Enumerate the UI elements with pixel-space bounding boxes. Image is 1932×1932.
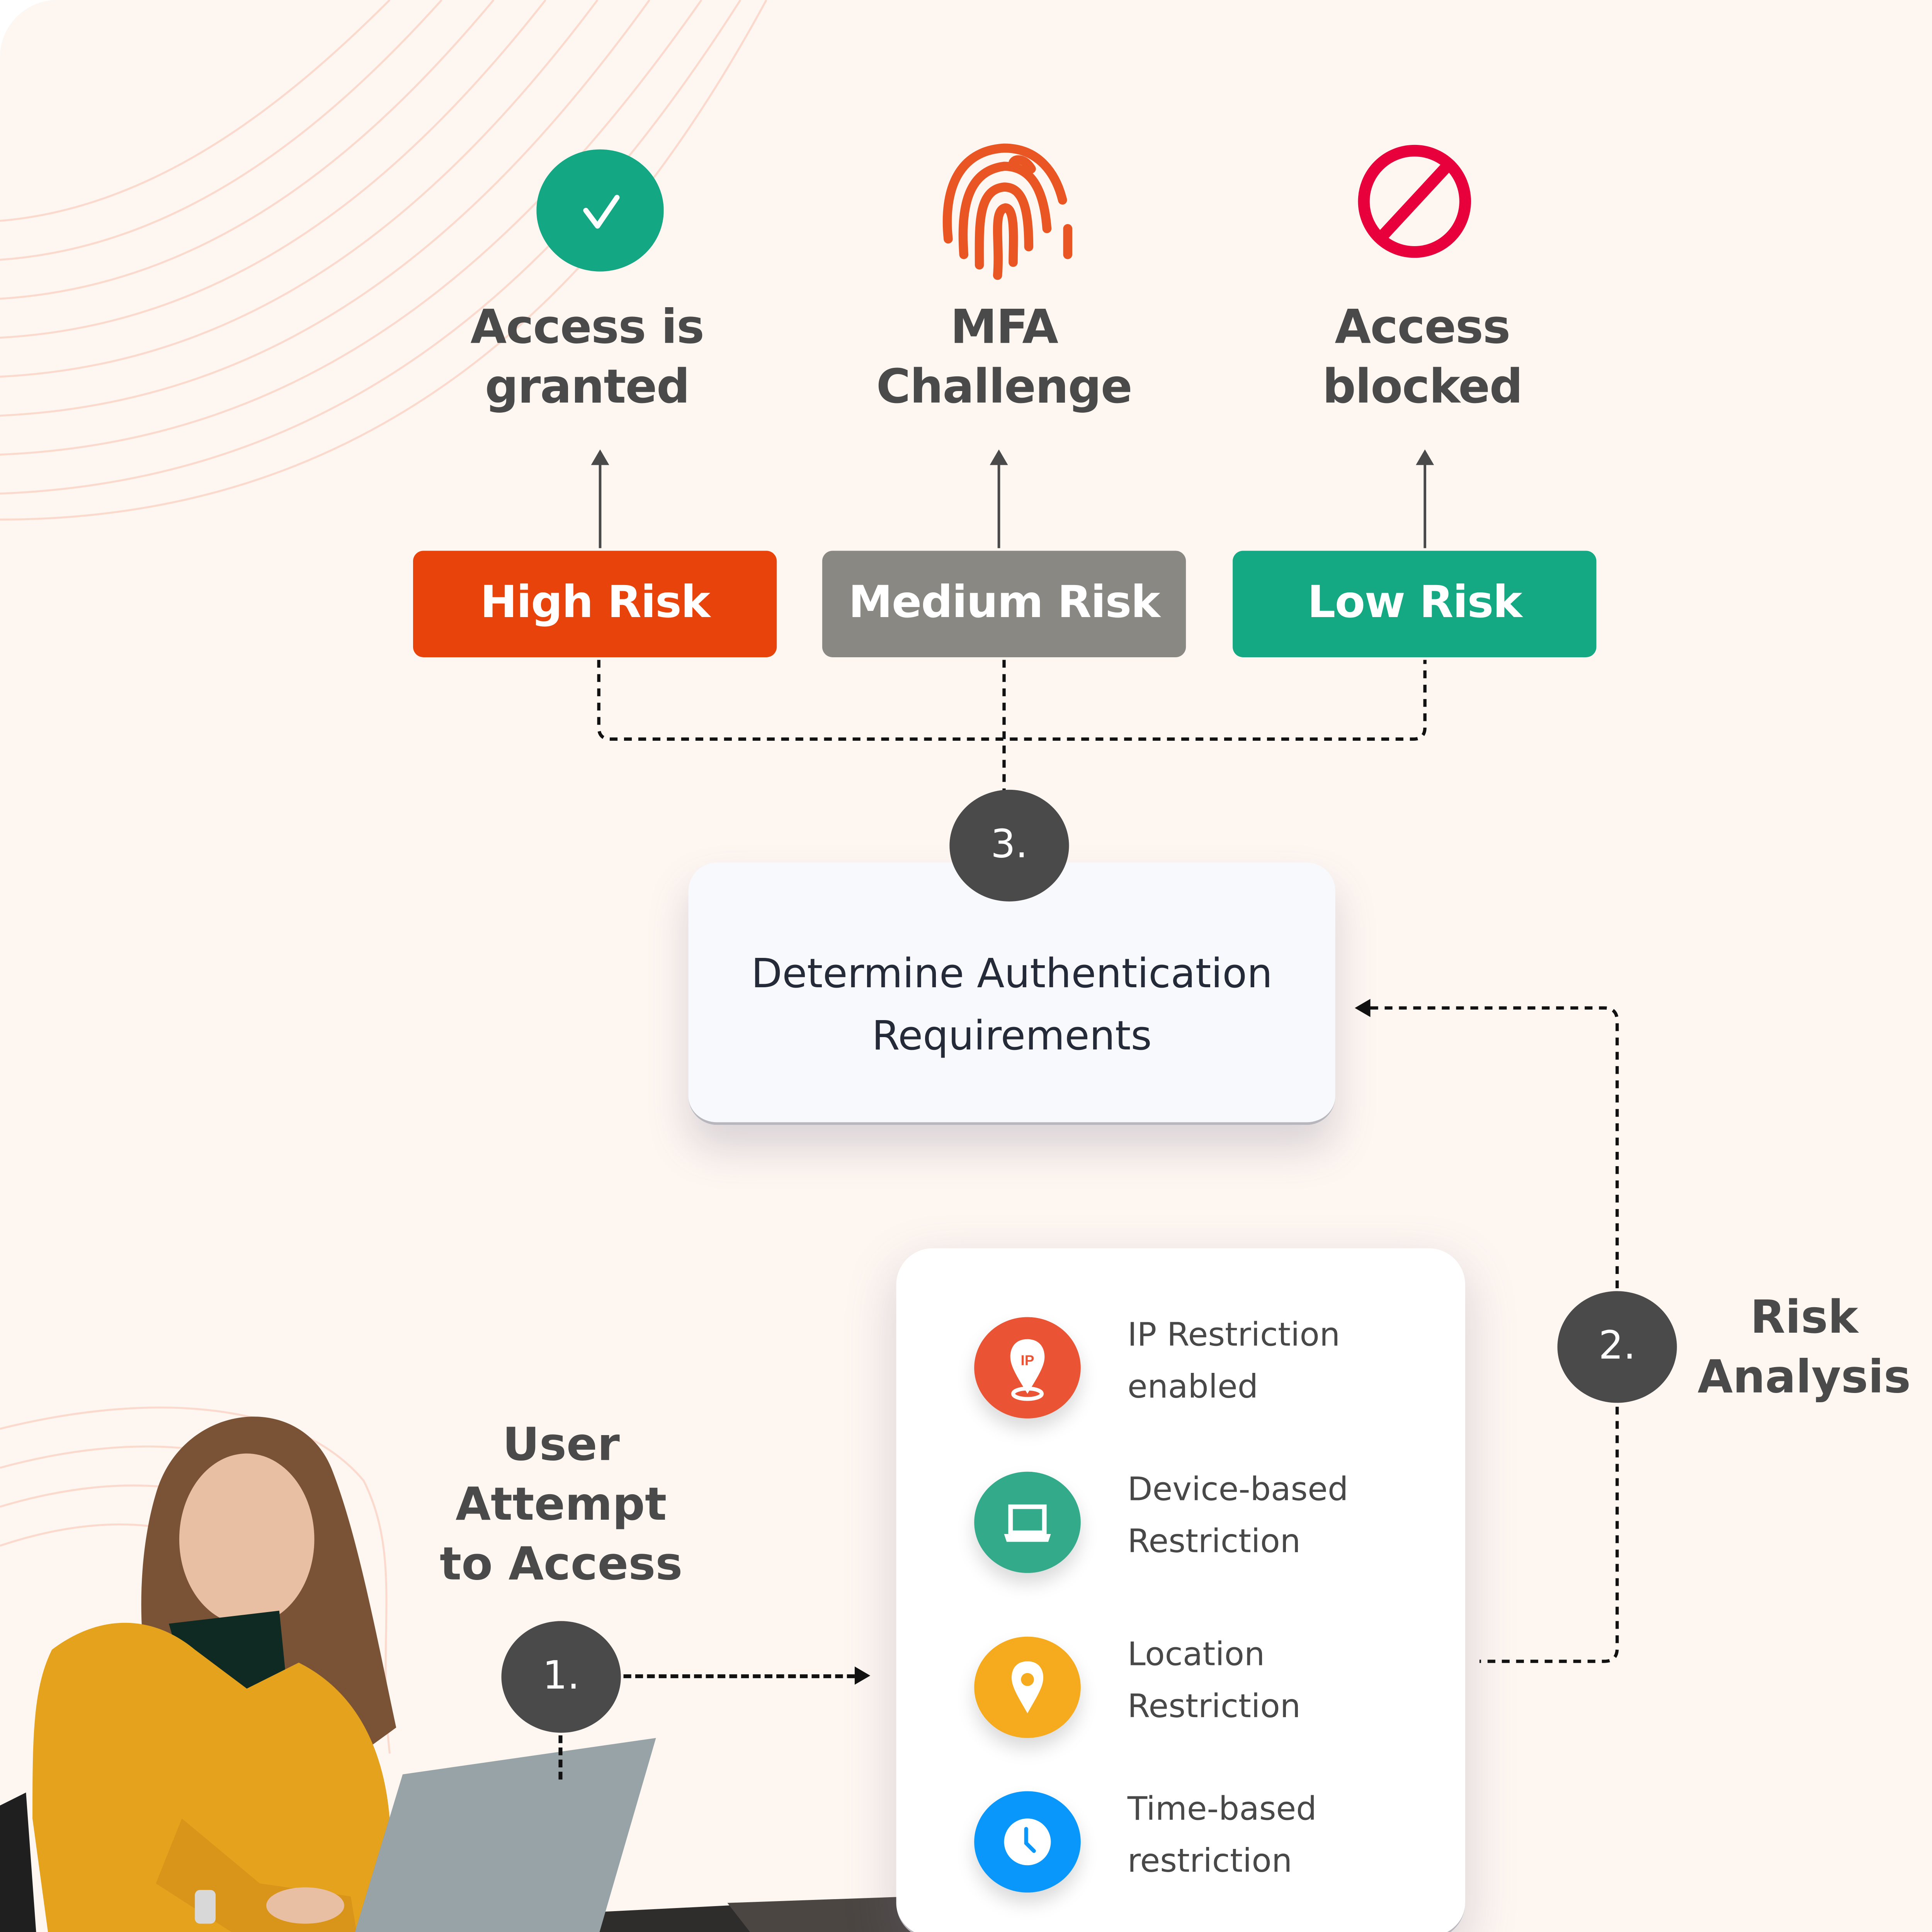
requirements-text: Determine Authentication Requirements	[751, 943, 1272, 1068]
restriction-text-line: restriction	[1127, 1842, 1293, 1880]
outcome-label-line: Access is	[470, 301, 705, 355]
outcome-label-line: Challenge	[876, 361, 1133, 415]
low-risk-box: Low Risk	[1233, 551, 1597, 657]
outcome-label-access-blocked: Access blocked	[1253, 299, 1591, 418]
laptop-icon	[974, 1471, 1081, 1573]
outcome-label-line: MFA	[950, 301, 1059, 355]
requirements-text-line: Determine Authentication	[751, 951, 1273, 998]
restriction-item-time: Time-based restriction	[974, 1790, 1455, 1908]
requirements-text-line: Requirements	[872, 1013, 1152, 1060]
outcome-label-access-granted: Access is granted	[418, 299, 756, 418]
risk-analysis-label: Risk Analysis	[1689, 1289, 1920, 1408]
restriction-text-line: Restriction	[1127, 1687, 1301, 1725]
restriction-text-line: IP Restriction	[1127, 1316, 1340, 1354]
laptop-to-step1-connector	[558, 1735, 563, 1780]
arrow-up-icon	[1416, 449, 1434, 548]
outcome-label-mfa-challenge: MFA Challenge	[835, 299, 1173, 418]
high-risk-box: High Risk	[413, 551, 777, 657]
outcome-label-line: Access	[1335, 301, 1510, 355]
restrictions-card: IP IP Restriction enabled Device-based R…	[896, 1248, 1465, 1932]
restriction-item-location: Location Restriction	[974, 1635, 1455, 1754]
prohibited-icon	[1358, 145, 1471, 258]
clock-icon	[974, 1791, 1081, 1893]
svg-text:IP: IP	[1021, 1352, 1034, 1368]
user-attempt-label-line: User	[502, 1420, 620, 1472]
risk-analysis-connector	[1355, 999, 1619, 1663]
ip-location-pin-icon: IP	[974, 1317, 1081, 1418]
check-circle-icon	[536, 149, 664, 272]
location-pin-icon	[974, 1636, 1081, 1738]
step-3-badge: 3.	[949, 789, 1069, 901]
step-2-badge: 2.	[1557, 1291, 1677, 1403]
user-attempt-label-line: Attempt	[455, 1479, 667, 1532]
user-at-laptop-photo	[0, 1417, 1099, 1932]
arrow-up-icon	[990, 449, 1008, 548]
restriction-text-line: Restriction	[1127, 1522, 1301, 1560]
user-attempt-label-line: to Access	[439, 1539, 683, 1591]
arrow-right-icon	[854, 1666, 871, 1685]
background-wave-pattern	[0, 0, 767, 521]
medium-risk-box: Medium Risk	[822, 551, 1186, 657]
restriction-item-text: IP Restriction enabled	[1128, 1309, 1340, 1413]
user-attempt-label: User Attempt to Access	[418, 1416, 704, 1595]
arrow-up-icon	[591, 449, 609, 548]
outcome-label-line: blocked	[1322, 361, 1523, 415]
restriction-item-device: Device-based Restriction	[974, 1470, 1455, 1589]
restriction-text-line: Device-based	[1127, 1470, 1349, 1508]
determine-authentication-requirements-box: Determine Authentication Requirements	[688, 862, 1335, 1125]
fingerprint-icon	[942, 143, 1073, 280]
risk-analysis-label-line: Analysis	[1697, 1352, 1911, 1404]
restriction-text-line: Location	[1127, 1635, 1265, 1673]
step-1-badge: 1.	[501, 1621, 621, 1733]
risk-connector-lines	[597, 660, 1427, 798]
step1-to-card-connector	[623, 1674, 855, 1679]
restriction-item-text: Time-based restriction	[1128, 1783, 1317, 1887]
restriction-text-line: Time-based	[1127, 1790, 1317, 1828]
restriction-item-text: Device-based Restriction	[1128, 1464, 1348, 1568]
restriction-item-text: Location Restriction	[1128, 1629, 1301, 1733]
restriction-item-ip: IP IP Restriction enabled	[974, 1316, 1455, 1434]
risk-analysis-label-line: Risk	[1750, 1292, 1858, 1345]
outcome-label-line: granted	[485, 361, 690, 415]
restriction-text-line: enabled	[1127, 1367, 1259, 1406]
